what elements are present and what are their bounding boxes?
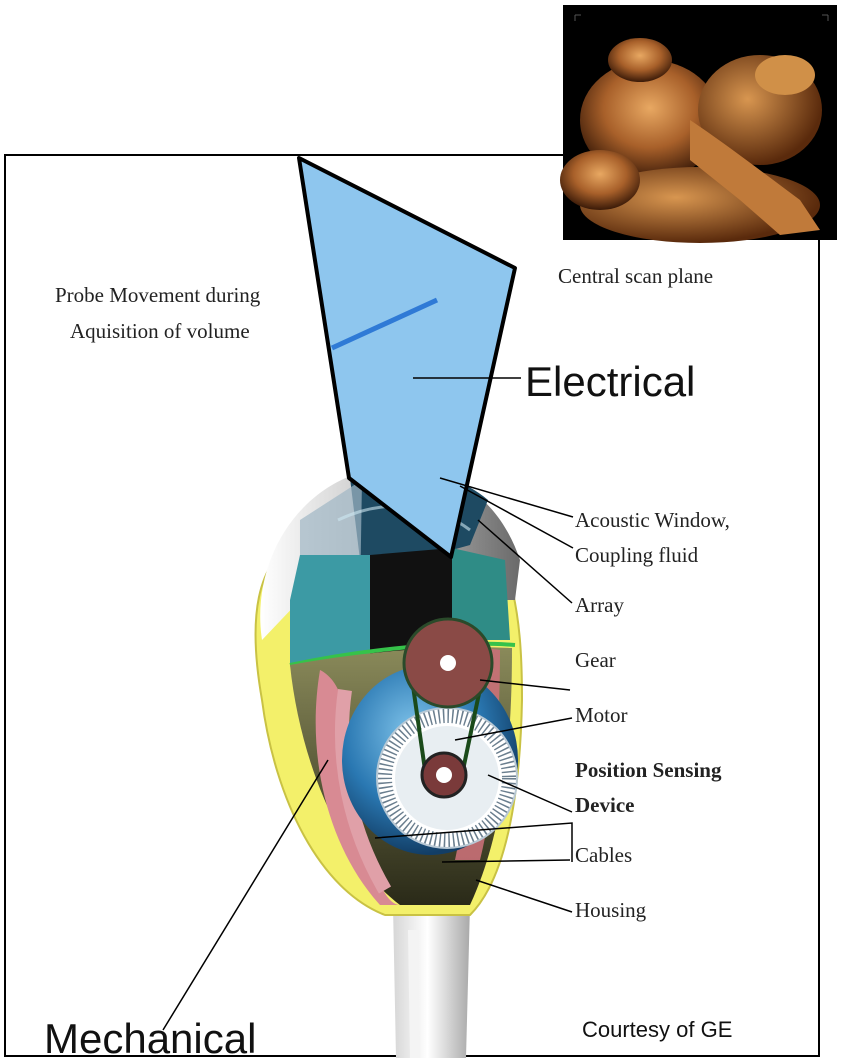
probe-movement-label-line2: Aquisition of volume — [70, 319, 250, 343]
acoustic-window-label-line1: Acoustic Window, — [575, 508, 730, 532]
central-scan-plane-label: Central scan plane — [558, 264, 713, 288]
motor-shaft — [422, 753, 466, 797]
position-sensing-label-line2: Device — [575, 793, 634, 817]
array-label: Array — [575, 593, 624, 617]
acoustic-window-label-line2: Coupling fluid — [575, 543, 699, 567]
position-sensing-label-line1: Position Sensing — [575, 758, 722, 782]
mechanical-label: Mechanical — [44, 1015, 256, 1060]
cables-label: Cables — [575, 843, 632, 867]
courtesy-label: Courtesy of GE — [582, 1017, 732, 1042]
electrical-label: Electrical — [525, 358, 695, 405]
gear — [404, 619, 492, 707]
probe-handle — [393, 905, 470, 1058]
array-block — [290, 555, 370, 665]
probe-movement-label-line1: Probe Movement during — [55, 283, 261, 307]
ultrasound-3d-image — [560, 5, 837, 243]
housing-label: Housing — [575, 898, 647, 922]
gear-label: Gear — [575, 648, 616, 672]
motor-label: Motor — [575, 703, 628, 727]
